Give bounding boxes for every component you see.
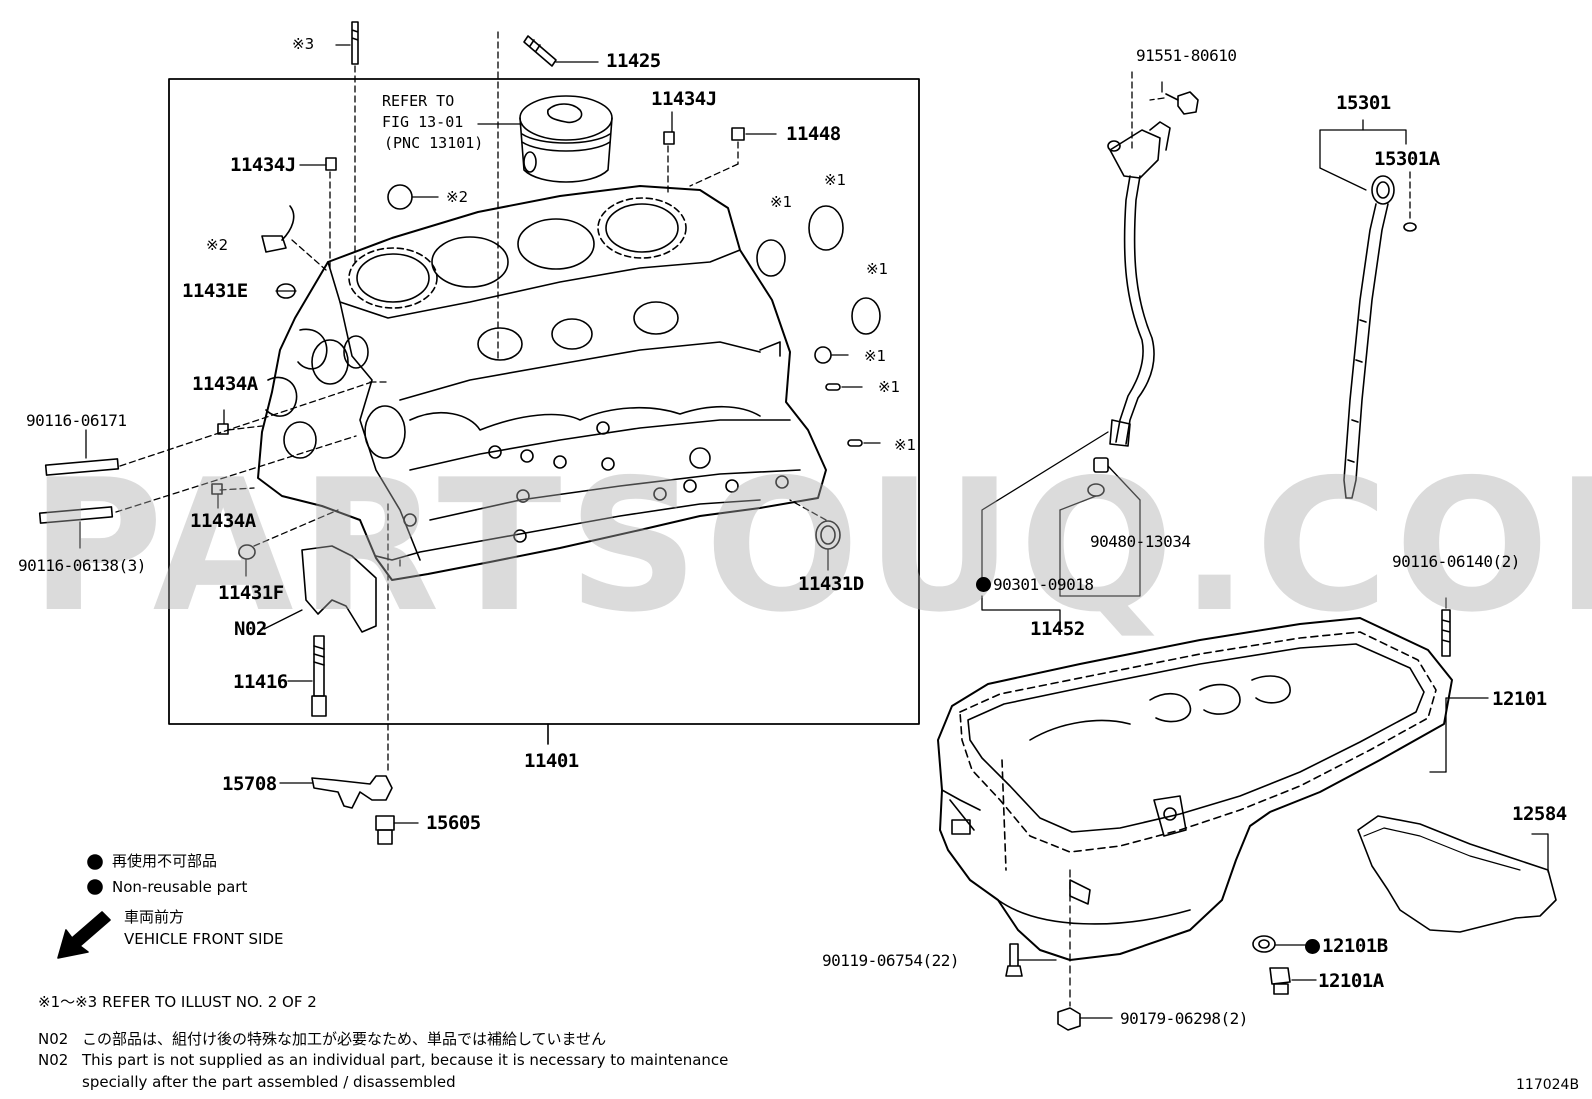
part-label-15301[interactable]: 15301 [1336,92,1391,114]
part-label-11431E[interactable]: 11431E [182,280,248,302]
non-reusable-marker [1305,939,1320,954]
stud-90116-06138 [38,506,114,524]
part-label-90116-06140[interactable]: 90116-06140(2) [1392,552,1520,571]
ref-mark-1-f: ※1 [894,436,917,454]
part-label-11431D[interactable]: 11431D [798,573,864,595]
part-label-11425[interactable]: 11425 [606,50,661,72]
watermark: PARTSOUQ.COM [30,440,1592,652]
part-label-11448[interactable]: 11448 [786,123,841,145]
ref-mark-3: ※3 [292,35,315,53]
part-label-15301A[interactable]: 15301A [1374,148,1440,170]
part-label-12101B[interactable]: 12101B [1305,937,1388,956]
stud-11425 [523,35,557,67]
ref-note-line1: REFER TO [382,92,455,110]
part-label-91551-80610[interactable]: 91551-80610 [1136,46,1237,65]
ref-mark-1-c: ※1 [866,260,889,278]
oil-level-gauge-15301 [1343,175,1395,499]
ref-mark-1-e: ※1 [878,378,901,396]
part-label-90119-06754[interactable]: 90119-06754(22) [822,951,960,970]
ref-mark-2-upper: ※2 [446,188,469,206]
n02-note-en-line1: This part is not supplied as an individu… [82,1051,729,1069]
ref-mark-2-lower: ※2 [206,236,229,254]
part-label-15605[interactable]: 15605 [426,812,481,834]
legend-refer-note: ※1～※3 REFER TO ILLUST NO. 2 OF 2 [38,993,317,1011]
part-label-11434A-upper[interactable]: 11434A [192,373,258,395]
bolt-91551-80610 [1165,91,1199,115]
block-group-frame [168,78,920,725]
n02-note-jp: この部品は、組付け後の特殊な加工が必要なため、単品では補給していません [82,1030,607,1048]
illustration-id: 117024B [1516,1077,1580,1093]
stud-90116-06171 [44,458,120,476]
n02-code-en: N02 [38,1051,69,1069]
non-reusable-marker [976,577,991,592]
bolt-11416 [311,635,327,717]
part-label-11416[interactable]: 11416 [233,671,288,693]
part-label-15708[interactable]: 15708 [222,773,277,795]
leader-lines [79,44,881,824]
oil-pressure-switch-15605 [375,815,395,845]
oil-pan-12101 [937,617,1453,961]
part-label-12101A[interactable]: 12101A [1318,970,1384,992]
ref-note-line3: (PNC 13101) [384,134,484,152]
part-label-11401[interactable]: 11401 [524,750,579,772]
part-label-90116-06138[interactable]: 90116-06138(3) [18,556,146,575]
part-label-N02[interactable]: N02 [234,618,267,640]
dashed-leader-lines [115,31,827,771]
part-label-90179-06298[interactable]: 90179-06298(2) [1120,1009,1248,1028]
ref-mark-1-a: ※1 [770,193,793,211]
legend-non-reusable-jp: 再使用不可部品 [112,852,218,870]
stud-mark3 [351,21,359,65]
part-label-11434J-left[interactable]: 11434J [230,154,296,176]
n02-code-jp: N02 [38,1030,69,1048]
cylinder-block [257,185,827,581]
legend-front-en: VEHICLE FRONT SIDE [124,930,284,948]
front-direction-arrow [57,911,111,959]
n02-note-en-line2: specially after the part assembled / dis… [82,1073,456,1091]
part-label-90301-09018[interactable]: 90301-09018 [976,577,1094,593]
ref-mark-1-d: ※1 [864,347,887,365]
part-label-11452[interactable]: 11452 [1030,618,1085,640]
non-reusable-dot [87,854,103,870]
ref-mark-1-b: ※1 [824,171,847,189]
bearing-cap-n02 [301,545,377,633]
legend-non-reusable-en: Non-reusable part [112,878,248,896]
part-label-11431F[interactable]: 11431F [218,582,284,604]
legend-front-jp: 車両前方 [124,908,185,926]
piston-illustration [519,95,613,183]
part-label-12584[interactable]: 12584 [1512,803,1567,825]
part-label-90480-13034[interactable]: 90480-13034 [1090,532,1191,551]
oil-jet-15708 [311,775,393,809]
part-label-11434A-lower[interactable]: 11434A [190,510,256,532]
dipstick-guide-11452 [1107,121,1171,447]
part-label-11434J-center[interactable]: 11434J [651,88,717,110]
ref-note-line2: FIG 13-01 [382,113,464,131]
part-label-90116-06171[interactable]: 90116-06171 [26,411,127,430]
baffle-plate-12584 [1357,815,1557,933]
part-label-12101[interactable]: 12101 [1492,688,1547,710]
